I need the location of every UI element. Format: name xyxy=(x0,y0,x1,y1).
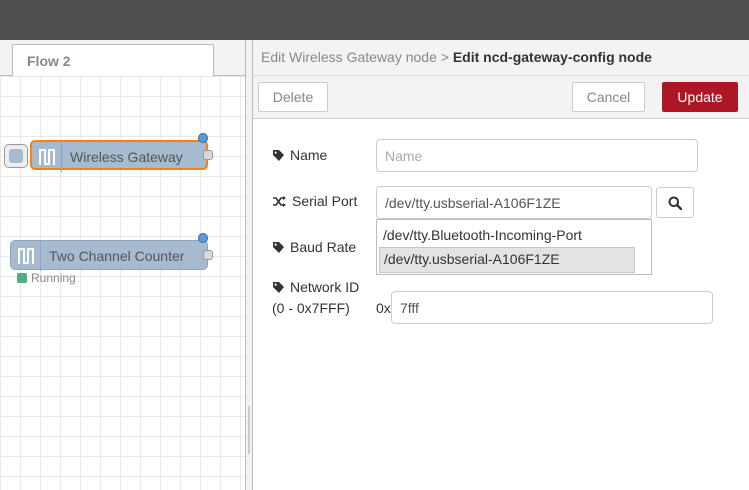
network-id-input[interactable] xyxy=(391,291,713,324)
serial-port-input[interactable] xyxy=(376,186,652,219)
node-two-channel-counter[interactable]: Two Channel Counter xyxy=(10,240,208,271)
flow-workspace: Flow 2 Wireless Gateway Two Channel Coun… xyxy=(0,40,245,490)
node-button[interactable] xyxy=(4,144,28,168)
output-port[interactable] xyxy=(203,150,213,160)
tab-flow-2[interactable]: Flow 2 xyxy=(12,44,214,77)
breadcrumb-separator: > xyxy=(440,49,449,65)
update-button[interactable]: Update xyxy=(662,82,738,112)
search-icon xyxy=(668,196,682,210)
tag-icon xyxy=(273,150,284,161)
tray-toolbar: Delete Cancel Update xyxy=(253,76,749,119)
serial-wave-icon xyxy=(11,241,41,271)
serial-wave-icon xyxy=(32,142,62,172)
delete-button[interactable]: Delete xyxy=(258,82,328,112)
network-id-label-text: Network ID xyxy=(290,279,360,295)
flow-canvas[interactable]: Wireless Gateway Two Channel Counter Run… xyxy=(0,76,245,490)
breadcrumb-current: Edit ncd-gateway-config node xyxy=(452,49,652,65)
network-id-label: Network ID xyxy=(273,279,359,295)
serial-port-label: Serial Port xyxy=(273,193,357,209)
node-label: Two Channel Counter xyxy=(49,248,185,264)
node-wireless-gateway[interactable]: Wireless Gateway xyxy=(30,140,208,172)
serial-port-label-text: Serial Port xyxy=(292,193,358,209)
name-label: Name xyxy=(273,147,327,163)
baud-rate-label-text: Baud Rate xyxy=(290,239,357,255)
tab-label: Flow 2 xyxy=(27,53,71,69)
status-indicator-icon xyxy=(17,273,27,283)
network-id-range: (0 - 0x7FFF) xyxy=(272,300,350,316)
node-status-text: Running xyxy=(31,271,76,285)
network-id-prefix: 0x xyxy=(376,300,391,316)
name-label-text: Name xyxy=(290,147,328,163)
output-port[interactable] xyxy=(203,250,213,260)
workspace-tab-bar: Flow 2 xyxy=(0,40,245,77)
breadcrumb: Edit Wireless Gateway node > Edit ncd-ga… xyxy=(253,40,749,76)
baud-rate-label: Baud Rate xyxy=(273,239,356,255)
tag-icon xyxy=(273,282,284,293)
sidebar-splitter[interactable] xyxy=(245,40,253,490)
port-option[interactable]: /dev/tty.Bluetooth-Incoming-Port xyxy=(383,227,582,243)
serial-port-search-button[interactable] xyxy=(656,187,694,218)
splitter-handle[interactable] xyxy=(248,406,250,454)
changed-indicator-icon xyxy=(198,133,208,143)
serial-port-dropdown: /dev/tty.Bluetooth-Incoming-Port /dev/tt… xyxy=(376,219,652,275)
edit-tray: Edit Wireless Gateway node > Edit ncd-ga… xyxy=(253,40,749,490)
port-option-selected[interactable]: /dev/tty.usbserial-A106F1ZE xyxy=(379,247,635,273)
name-input[interactable] xyxy=(376,139,698,172)
breadcrumb-parent[interactable]: Edit Wireless Gateway node xyxy=(261,49,437,65)
node-label: Wireless Gateway xyxy=(70,149,183,165)
tag-icon xyxy=(273,242,284,253)
top-header-bar xyxy=(0,0,749,40)
cancel-button[interactable]: Cancel xyxy=(572,82,645,112)
shuffle-icon xyxy=(273,196,286,207)
changed-indicator-icon xyxy=(198,233,208,243)
